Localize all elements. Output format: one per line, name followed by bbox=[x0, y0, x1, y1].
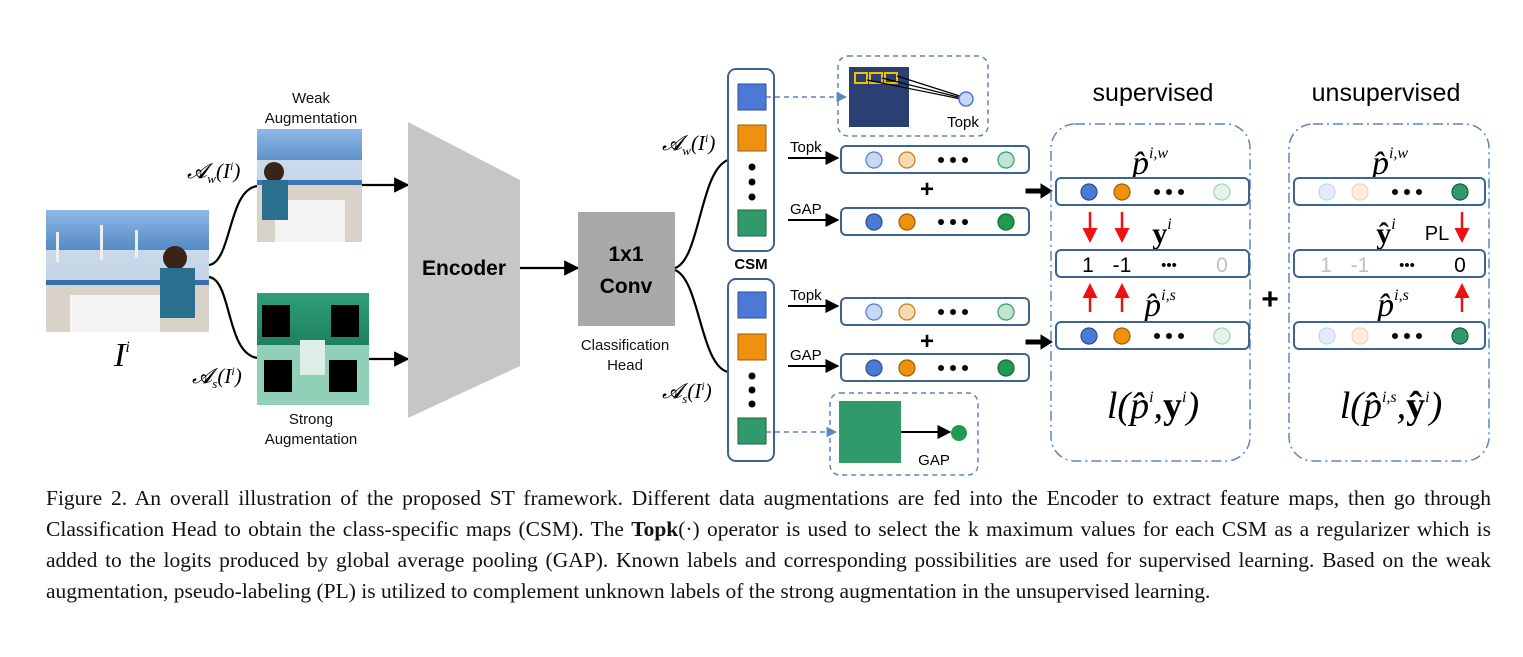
unsupervised-panel bbox=[1288, 123, 1490, 462]
unsupervised-y: ŷi bbox=[1376, 216, 1395, 250]
weak-func-label: 𝓐w(Ii) bbox=[187, 159, 240, 186]
caption-part-1: Figure 2. An overall illustration of the… bbox=[46, 486, 1491, 541]
st-framework-diagram: Ii Weak Augmentation 𝓐w(Ii) 𝓐s(Ii) Stron… bbox=[46, 55, 1490, 476]
branch-conv-to-csm-top bbox=[674, 158, 729, 270]
supervised-p-strong: p̂i,s bbox=[1142, 287, 1176, 324]
weak-func-label-csm: 𝓐w(Ii) bbox=[662, 131, 715, 158]
strong-aug-label-2: Augmentation bbox=[265, 431, 358, 448]
plus-losses: + bbox=[1261, 283, 1279, 316]
arrow-strong-to-loss bbox=[1025, 334, 1053, 350]
unsupervised-pred-strong bbox=[1293, 321, 1486, 350]
pseudo-label-value-2: -1 bbox=[1351, 254, 1370, 277]
csm-label: CSM bbox=[734, 256, 767, 273]
topk-inset-label: Topk bbox=[947, 114, 979, 131]
pseudo-label-value-dots: ••• bbox=[1399, 257, 1415, 274]
strong-aug-image bbox=[257, 293, 369, 405]
unsupervised-pred-weak bbox=[1293, 177, 1486, 206]
topk-inset bbox=[837, 55, 989, 137]
encoder-label: Encoder bbox=[422, 257, 506, 280]
topk-logits-strong bbox=[840, 297, 1030, 326]
strong-func-label: 𝓐s(Ii) bbox=[192, 364, 242, 391]
csm-column-weak bbox=[727, 68, 775, 252]
supervised-pred-weak bbox=[1055, 177, 1250, 206]
label-value-last: 0 bbox=[1216, 254, 1228, 277]
unsupervised-loss: l(p̂i,s,ŷi) bbox=[1340, 385, 1443, 427]
plus-weak: + bbox=[920, 176, 934, 203]
figure-caption: Figure 2. An overall illustration of the… bbox=[46, 483, 1491, 607]
conv-block bbox=[578, 212, 675, 326]
supervised-labels: 1 -1 ••• 0 bbox=[1055, 249, 1250, 278]
gap-inset-label: GAP bbox=[918, 452, 950, 469]
caption-part-2: (·) operator is used to select the k max… bbox=[46, 517, 1491, 603]
csm-column-strong bbox=[727, 278, 775, 462]
weak-aug-image bbox=[257, 129, 362, 242]
supervised-title: supervised bbox=[1093, 79, 1214, 107]
supervised-panel bbox=[1050, 123, 1251, 462]
input-label: Ii bbox=[113, 337, 130, 374]
branch-conv-to-csm-bottom bbox=[674, 268, 729, 374]
gap-logits-strong bbox=[840, 353, 1030, 382]
classification-head-label-1: Classification bbox=[581, 337, 669, 354]
input-image bbox=[46, 210, 209, 332]
caption-topk-bold: Topk bbox=[631, 517, 679, 541]
gap-inset bbox=[829, 392, 979, 476]
pseudo-label-value-1: 1 bbox=[1320, 254, 1332, 277]
strong-func-label-csm: 𝓐s(Ii) bbox=[662, 379, 712, 406]
strong-aug-label-1: Strong bbox=[289, 411, 333, 428]
branch-to-weak bbox=[208, 184, 259, 267]
gap-logits-weak bbox=[840, 207, 1030, 236]
unsupervised-title: unsupervised bbox=[1312, 79, 1461, 107]
label-value-dots: ••• bbox=[1161, 257, 1177, 274]
supervised-y: yi bbox=[1152, 216, 1171, 250]
supervised-pred-strong bbox=[1055, 321, 1250, 350]
weak-aug-label-2: Augmentation bbox=[265, 110, 358, 127]
encoder-block bbox=[408, 122, 520, 418]
supervised-p-weak: p̂i,w bbox=[1130, 145, 1168, 182]
gap-label-strong: GAP bbox=[790, 347, 822, 364]
label-value-2: -1 bbox=[1113, 254, 1132, 277]
supervised-loss: l(p̂i,yi) bbox=[1107, 385, 1199, 427]
unsupervised-labels: 1 -1 ••• 0 bbox=[1293, 249, 1486, 278]
label-value-1: 1 bbox=[1082, 254, 1094, 277]
unsupervised-p-weak: p̂i,w bbox=[1370, 145, 1408, 182]
plus-strong: + bbox=[920, 328, 934, 355]
arrow-weak-to-loss bbox=[1025, 183, 1053, 199]
topk-label-weak: Topk bbox=[790, 139, 822, 156]
branch-to-strong bbox=[208, 275, 259, 360]
conv-label-1: 1x1 bbox=[608, 243, 643, 266]
topk-logits-weak bbox=[840, 145, 1030, 174]
unsupervised-p-strong: p̂i,s bbox=[1375, 287, 1409, 324]
topk-label-strong: Topk bbox=[790, 287, 822, 304]
gap-label-weak: GAP bbox=[790, 201, 822, 218]
pl-label: PL bbox=[1425, 223, 1449, 245]
pseudo-label-value-last: 0 bbox=[1454, 254, 1466, 277]
conv-label-2: Conv bbox=[600, 275, 653, 298]
classification-head-label-2: Head bbox=[607, 357, 643, 374]
weak-aug-label-1: Weak bbox=[292, 90, 331, 107]
